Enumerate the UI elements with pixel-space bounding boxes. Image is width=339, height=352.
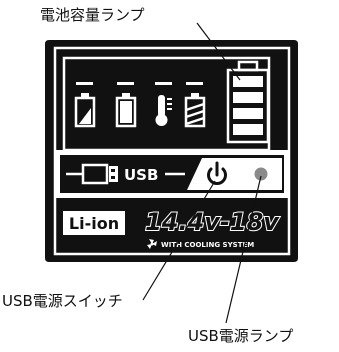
leader-switch [142, 180, 216, 301]
power-icon[interactable] [207, 161, 227, 185]
capacity-segment [233, 76, 263, 87]
battery-full-icon [115, 93, 137, 128]
usb-lamp-callout: USB電源ランプ [188, 327, 294, 345]
usb-plug-icon [66, 163, 118, 185]
capacity-segment [233, 108, 263, 119]
battery-type: Li-ion [69, 214, 119, 233]
li-ion-box [63, 211, 125, 235]
usb-switch-area [187, 158, 282, 190]
leader-lamp [225, 175, 262, 324]
capacity-segment [233, 92, 263, 103]
overheat-battery-icon [184, 93, 206, 128]
thermometer-icon [155, 95, 172, 126]
indicator-dashes [76, 82, 203, 85]
leader-capacity [196, 22, 241, 81]
voltage-label: 14.4v-18v [145, 208, 280, 236]
capacity-segment [233, 124, 263, 135]
usb-power-lamp [254, 167, 268, 181]
capacity-lamp-callout: 電池容量ランプ [40, 6, 145, 24]
usb-label: USB [124, 166, 158, 184]
capacity-lamp [226, 60, 270, 144]
usb-switch-callout: USB電源スイッチ [2, 292, 123, 310]
battery-half-icon [74, 93, 96, 128]
fan-icon [147, 239, 157, 249]
cooling-label: WITH COOLING SYSTEM [161, 241, 254, 249]
